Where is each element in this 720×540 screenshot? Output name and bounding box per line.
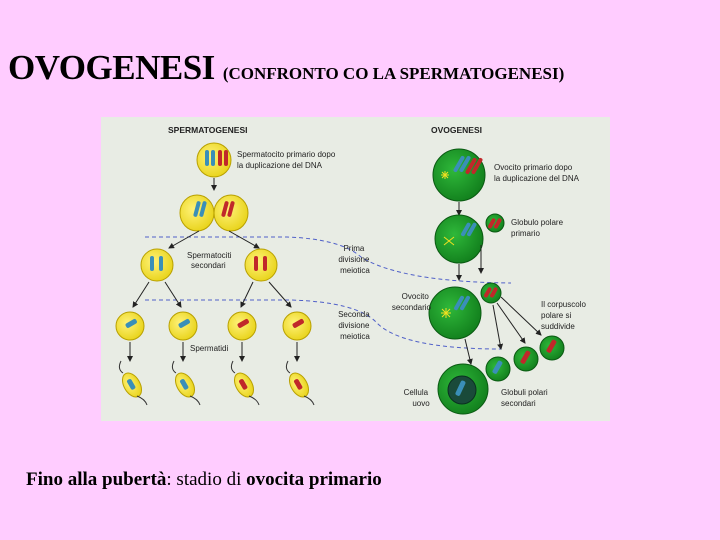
label-ovo-secondary: Ovocito secondario: [392, 292, 432, 312]
label-egg: Cellula uovo: [404, 388, 431, 408]
polar-body-primary: [485, 213, 505, 233]
label-second-division: Seconda divisione meiotica: [338, 310, 372, 341]
sperm-3: [230, 360, 260, 406]
polar-body-secondary-3: [539, 335, 565, 361]
caption-stage: : stadio di: [166, 469, 247, 490]
label-first-division: Prima divisione meiotica: [338, 244, 371, 275]
spermatid-3: [227, 311, 257, 341]
polar-body-secondary-2: [513, 346, 539, 372]
spermatid-2: [168, 311, 198, 341]
spermatocyte-secondary-left: [140, 248, 174, 282]
sperm-1: [118, 360, 148, 406]
spermatocyte-primary: [196, 142, 232, 178]
label-spermatids: Spermatidi: [190, 344, 228, 353]
polar-body-secondary-1: [485, 356, 511, 382]
oocyte-dividing: [434, 214, 484, 264]
second-division-line: [145, 299, 502, 350]
sperm-header: SPERMATOGENESI: [168, 125, 248, 135]
label-polar-secondary: Globuli polari secondari: [501, 388, 550, 408]
caption-puberty: Fino alla pubertà: [26, 469, 167, 490]
label-corpuscle: Il corpuscolo polare si suddivide: [541, 300, 588, 331]
oocyte-primary: [432, 148, 486, 202]
slide-subtitle: (CONFRONTO CO LA SPERMATOGENESI): [222, 64, 565, 83]
sperm-2: [171, 360, 201, 406]
ovo-header: OVOGENESI: [431, 125, 482, 135]
gametogenesis-diagram: SPERMATOGENESI OVOGENESI: [101, 117, 610, 421]
label-sperm-secondary: Spermatociti secondari: [187, 251, 234, 270]
label-polar-primary: Globulo polare primario: [511, 218, 565, 238]
sperm-4: [285, 360, 315, 406]
label-sperm-primary: Spermatocito primario dopo la duplicazio…: [237, 150, 338, 170]
caption-primary-oocyte: ovocita primario: [246, 469, 382, 490]
spermatocyte-dividing: [179, 194, 249, 232]
label-ovo-primary: Ovocito primario dopo la duplicazione de…: [494, 163, 580, 183]
spermatid-4: [282, 311, 312, 341]
first-division-line: [145, 236, 512, 284]
spermatid-1: [115, 311, 145, 341]
slide-caption: Fino alla pubertà: stadio di ovocita pri…: [26, 469, 382, 491]
egg-cell: [437, 363, 489, 415]
slide-title-block: OVOGENESI (CONFRONTO CO LA SPERMATOGENES…: [8, 48, 564, 88]
polar-body-dividing: [480, 282, 502, 304]
oocyte-secondary: [428, 286, 482, 340]
slide-title: OVOGENESI: [8, 48, 215, 87]
spermatocyte-secondary-right: [244, 248, 278, 282]
